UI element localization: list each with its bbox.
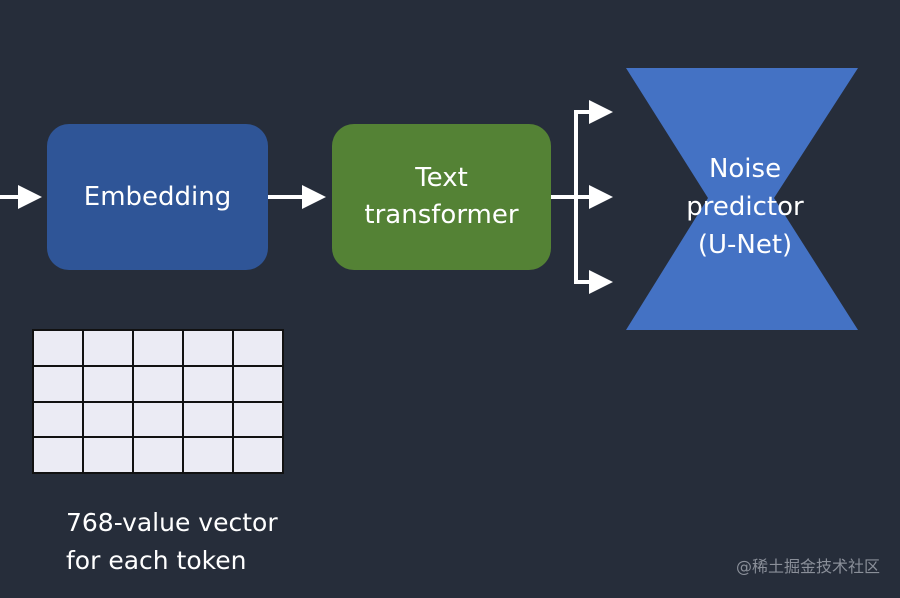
vector-grid-cell — [32, 329, 84, 367]
vector-grid-cell — [82, 329, 134, 367]
unet-hourglass-shape — [626, 68, 858, 330]
vector-grid-cell — [32, 400, 84, 439]
text-transformer-label-line-1: Text — [415, 163, 468, 193]
noise-predictor-label-line-3: (U-Net) — [697, 230, 793, 260]
vector-grid-row — [32, 436, 284, 474]
vector-grid-cell — [182, 329, 234, 367]
vector-grid-cell — [82, 400, 134, 439]
vector-grid-cell — [82, 436, 134, 474]
embedding-box: Embedding — [47, 124, 268, 270]
vector-caption-line-2: for each token — [66, 546, 247, 575]
embedding-label: Embedding — [83, 181, 232, 212]
vector-grid-cell — [232, 364, 284, 403]
vector-grid-cell — [132, 364, 184, 403]
vector-grid-cell — [232, 400, 284, 439]
vector-grid-cell — [232, 436, 284, 474]
vector-grid-cell — [82, 364, 134, 403]
vector-grid-cell — [132, 436, 184, 474]
vector-grid-cell — [132, 329, 184, 367]
vector-grid-cell — [182, 400, 234, 439]
vector-grid-row — [32, 364, 284, 403]
vector-grid-row — [32, 329, 284, 367]
watermark: @稀土掘金技术社区 — [735, 557, 880, 576]
vector-caption-line-1: 768-value vector — [66, 508, 278, 537]
noise-predictor-label: Noise predictor (U-Net) — [640, 150, 850, 264]
vector-grid-cell — [182, 436, 234, 474]
transformer-to-unet-branch-arrows — [551, 100, 613, 294]
text-transformer-label: Text transformer — [364, 160, 518, 234]
vector-grid-cell — [32, 436, 84, 474]
vector-caption: 768-value vector for each token — [66, 504, 278, 580]
noise-predictor-label-line-1: Noise — [708, 154, 782, 184]
vector-grid-cell — [132, 400, 184, 439]
text-transformer-label-line-2: transformer — [364, 200, 519, 230]
text-transformer-box: Text transformer — [332, 124, 551, 270]
vector-grid — [32, 329, 284, 474]
noise-predictor-label-line-2: predictor — [686, 192, 804, 222]
vector-grid-cell — [232, 329, 284, 367]
vector-grid-cell — [182, 364, 234, 403]
vector-grid-row — [32, 400, 284, 439]
vector-grid-cell — [32, 364, 84, 403]
